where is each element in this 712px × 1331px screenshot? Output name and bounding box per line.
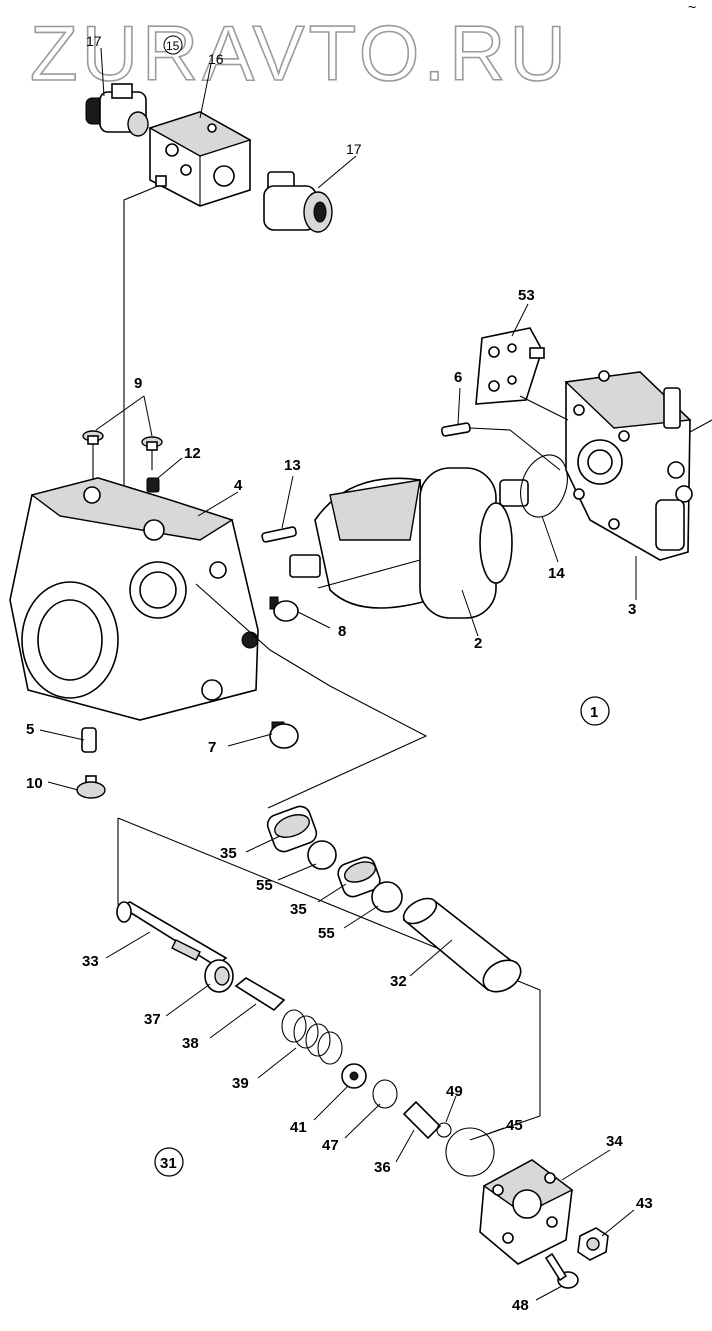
- label-part-8: 8: [338, 623, 346, 640]
- label-group-31: 31: [154, 1147, 184, 1177]
- plug-9-right: [141, 436, 163, 451]
- plug-10: [76, 775, 106, 799]
- plug-7: [269, 721, 299, 749]
- label-part-6: 6: [454, 369, 462, 386]
- o-ring-49: [436, 1122, 452, 1138]
- pump-housing-4: [9, 477, 259, 721]
- svg-text:31: 31: [160, 1155, 177, 1172]
- nut-43: [577, 1227, 609, 1261]
- label-part-49: 49: [446, 1083, 463, 1100]
- label-part-13: 13: [284, 457, 301, 474]
- block-53: [475, 327, 545, 405]
- label-part-37: 37: [144, 1011, 161, 1028]
- pin-38: [234, 977, 286, 1012]
- label-part-38: 38: [182, 1035, 199, 1052]
- label-part-10: 10: [26, 775, 43, 792]
- port-plate-3: [564, 370, 693, 561]
- label-part-48: 48: [512, 1297, 529, 1314]
- valve-block-16: [148, 111, 252, 207]
- screw-12: [146, 477, 160, 493]
- label-part-34: 34: [606, 1133, 623, 1150]
- ring-55-lower: [371, 881, 403, 913]
- plug-8: [269, 596, 299, 622]
- seat-41: [341, 1063, 367, 1089]
- label-part-14: 14: [548, 565, 565, 582]
- label-part-33: 33: [82, 953, 99, 970]
- bolt-48: [544, 1252, 579, 1289]
- label-part-35-lower: 35: [290, 901, 307, 918]
- circlip-47: [372, 1079, 398, 1109]
- pin-13: [261, 526, 297, 543]
- solenoid-17-right: [263, 171, 333, 233]
- label-part-9: 9: [134, 375, 142, 392]
- solenoid-17-left: [85, 83, 149, 137]
- label-part-36: 36: [374, 1159, 391, 1176]
- label-part-5: 5: [26, 721, 34, 738]
- label-part-53: 53: [518, 287, 535, 304]
- label-part-43: 43: [636, 1195, 653, 1212]
- rod-33: [116, 901, 228, 967]
- label-part-7: 7: [208, 739, 216, 756]
- label-part-16: 16: [208, 51, 224, 67]
- label-part-35-upper: 35: [220, 845, 237, 862]
- label-group-15: 15: [163, 35, 183, 55]
- label-part-17-right: 17: [346, 141, 362, 157]
- label-part-4: 4: [234, 477, 243, 494]
- watermark-text: ZURAVTO.RU: [30, 9, 570, 97]
- o-ring-45: [445, 1127, 495, 1177]
- ring-55-upper: [307, 840, 337, 870]
- pin-6: [441, 422, 471, 437]
- label-part-3: 3: [628, 601, 636, 618]
- tube-32: [402, 897, 522, 993]
- svg-text:1: 1: [590, 704, 598, 721]
- label-part-45: 45: [506, 1117, 523, 1134]
- label-part-39: 39: [232, 1075, 249, 1092]
- o-ring-14: [520, 454, 568, 518]
- label-part-2: 2: [474, 635, 482, 652]
- rotating-group-2: [289, 467, 529, 619]
- label-part-12: 12: [184, 445, 201, 462]
- sleeve-35-lower: [337, 856, 381, 898]
- label-group-1: 1: [580, 696, 610, 726]
- corner-mark: ~: [688, 0, 696, 15]
- label-part-47: 47: [322, 1137, 339, 1154]
- sleeve-35-upper: [266, 805, 318, 853]
- pin-5: [81, 727, 97, 753]
- spring-39: [281, 1009, 343, 1065]
- label-part-32: 32: [390, 973, 407, 990]
- label-part-55-upper: 55: [256, 877, 273, 894]
- label-part-55-lower: 55: [318, 925, 335, 942]
- label-part-17-left: 17: [86, 33, 102, 49]
- svg-text:15: 15: [166, 39, 180, 53]
- leader-lines: [39, 47, 637, 1301]
- plug-9-left: [82, 430, 104, 445]
- sleeve-36: [402, 1100, 442, 1140]
- label-part-41: 41: [290, 1119, 307, 1136]
- cover-34: [479, 1159, 574, 1265]
